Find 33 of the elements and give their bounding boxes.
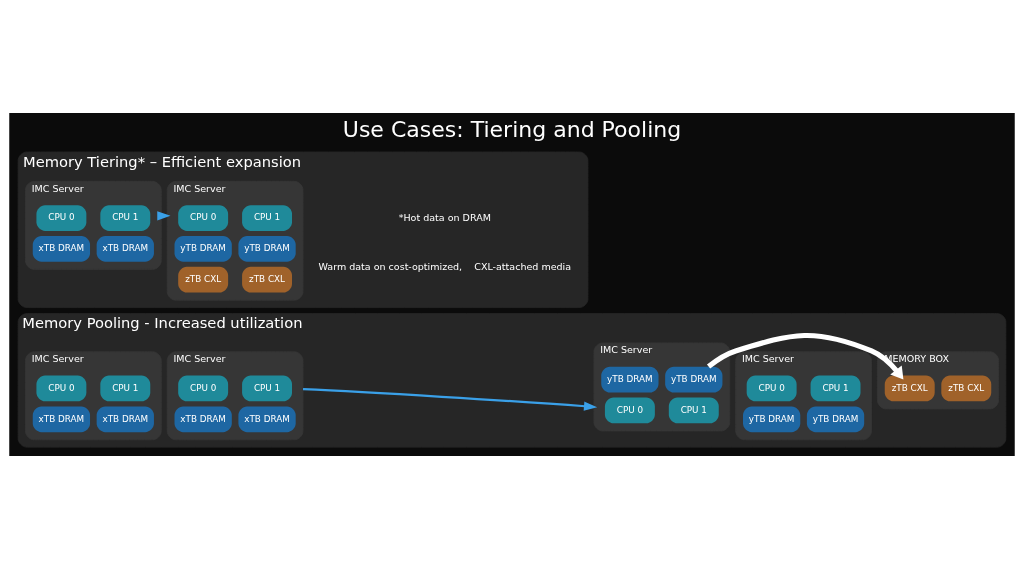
node-box: zTB CXL xyxy=(242,266,292,293)
node-box: CPU 1 xyxy=(242,205,292,231)
node-box: CPU 0 xyxy=(746,375,797,402)
node-box: xTB DRAM xyxy=(174,406,232,433)
node-box: CPU 1 xyxy=(810,375,861,402)
node-box: yTB DRAM xyxy=(743,406,801,433)
node-box: CPU 0 xyxy=(604,397,655,424)
node-box: yTB DRAM xyxy=(174,236,232,262)
node-box: xTB DRAM xyxy=(238,406,296,433)
label: *Hot data on DRAM xyxy=(398,211,491,223)
arrow xyxy=(707,333,904,380)
node-box: xTB DRAM xyxy=(96,236,154,262)
node-box: xTB DRAM xyxy=(32,406,91,433)
node-box: CPU 0 xyxy=(36,375,87,402)
node-box: yTB DRAM xyxy=(238,236,296,262)
node-box: zTB CXL xyxy=(941,375,992,402)
node-box: CPU 0 xyxy=(178,375,229,402)
diagram-title: Use Cases: Tiering and Pooling xyxy=(342,116,682,142)
node-box: zTB CXL xyxy=(178,266,229,293)
node-box: yTB DRAM xyxy=(601,366,659,393)
node-box: xTB DRAM xyxy=(32,236,91,262)
node-box: CPU 1 xyxy=(668,397,719,424)
node-box: yTB DRAM xyxy=(665,366,723,393)
node-box: CPU 1 xyxy=(100,205,151,231)
arrow xyxy=(303,388,598,411)
label: Warm data on cost-optimized, CXL-attached media xyxy=(318,261,572,273)
node-box: CPU 0 xyxy=(36,205,87,231)
node-box: CPU 0 xyxy=(178,205,229,231)
node-box: CPU 1 xyxy=(242,375,292,402)
node-box: zTB CXL xyxy=(884,375,935,402)
node-box: xTB DRAM xyxy=(96,406,154,433)
node-box: yTB DRAM xyxy=(806,406,865,433)
node-box: CPU 1 xyxy=(100,375,151,402)
